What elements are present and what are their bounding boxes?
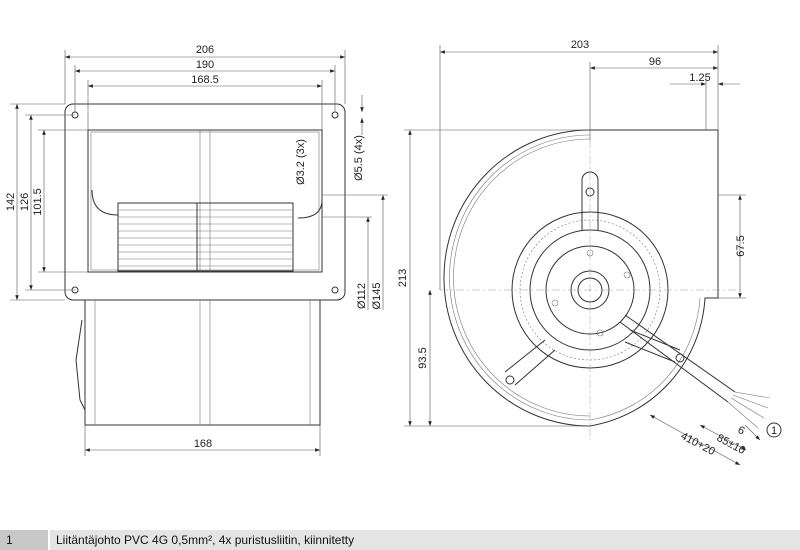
- technical-drawing: 206 190 168.5 168 142 126 101.5 Ø3.2 (3x…: [5, 39, 782, 466]
- dim-168-5: 168.5: [191, 74, 219, 86]
- dim-203: 203: [571, 39, 589, 51]
- dim-190: 190: [196, 59, 214, 71]
- dim-142: 142: [5, 193, 17, 211]
- dim-85: 85±10: [715, 432, 748, 457]
- outlet: [84, 299, 321, 426]
- impeller-blades: [117, 202, 294, 272]
- legend-text: Liitäntäjohto PVC 4G 0,5mm², 4x puristus…: [50, 530, 800, 550]
- svg-text:1: 1: [771, 425, 777, 437]
- dim-6: 6: [736, 424, 747, 437]
- dim-d3-2: Ø3.2 (3x): [295, 139, 307, 185]
- cable: [75, 319, 86, 411]
- side-view: 203 96 1.25 213 93.5 67.5 6 85±10 410+20…: [397, 39, 782, 466]
- dim-213: 213: [397, 269, 409, 287]
- dim-168: 168: [194, 438, 212, 450]
- dim-67-5: 67.5: [735, 235, 747, 256]
- dim-126: 126: [19, 193, 31, 211]
- dim-d112: Ø112: [356, 283, 368, 309]
- legend-number: 1: [0, 530, 48, 550]
- dim-410: 410+20: [679, 430, 717, 458]
- dim-96: 96: [649, 56, 661, 68]
- housing-body: [87, 129, 323, 273]
- dim-206: 206: [196, 44, 214, 56]
- legend-table: 1 Liitäntäjohto PVC 4G 0,5mm², 4x purist…: [0, 530, 800, 550]
- dim-101-5: 101.5: [32, 188, 44, 216]
- front-view: 206 190 168.5 168 142 126 101.5 Ø3.2 (3x…: [5, 44, 388, 456]
- dim-93-5: 93.5: [417, 347, 429, 368]
- scroll-housing: [443, 129, 719, 427]
- dim-d5-5: Ø5.5 (4x): [353, 135, 365, 181]
- dim-1-25: 1.25: [689, 72, 710, 84]
- cable-leads: [619, 314, 771, 429]
- dim-d145: Ø145: [371, 283, 383, 310]
- callout-1: 1: [766, 422, 782, 438]
